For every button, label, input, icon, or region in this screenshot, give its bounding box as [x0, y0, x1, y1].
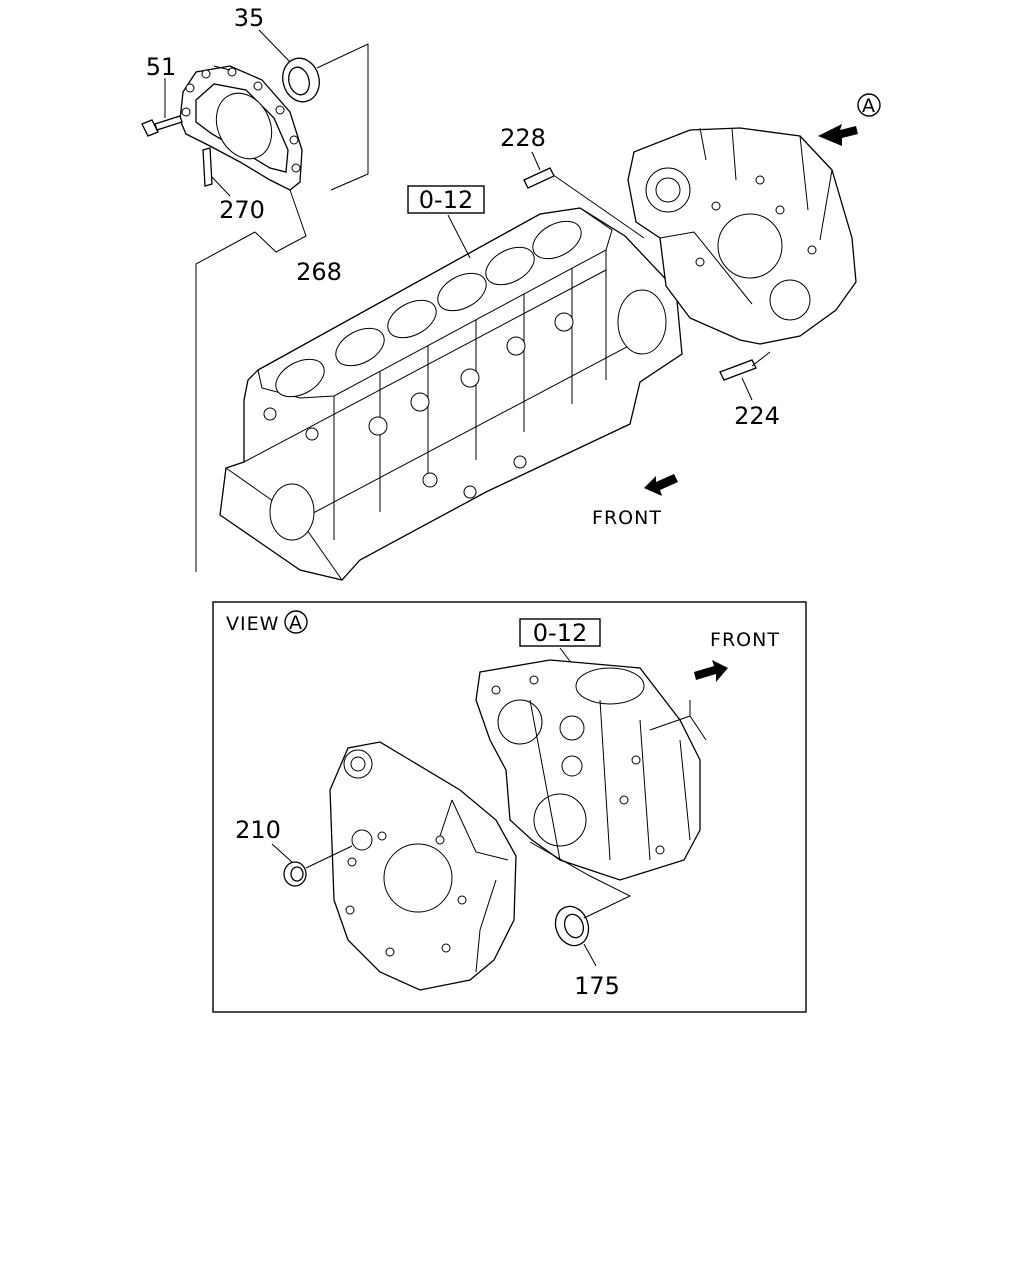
- cylinder-block-front-view: [475, 659, 707, 881]
- front-label-upper: FRONT: [592, 507, 662, 529]
- callout-228: 228: [500, 124, 546, 152]
- callout-268: 268: [296, 258, 342, 286]
- marker-a-label: A: [862, 95, 876, 117]
- bolt-51: [141, 115, 183, 137]
- stud-224: [719, 359, 757, 381]
- callout-175: 175: [574, 972, 620, 1000]
- front-label-view: FRONT: [710, 629, 780, 651]
- stud-228: [523, 167, 555, 189]
- ref-label-view: 0-12: [533, 619, 587, 647]
- view-label: VIEW: [226, 613, 279, 635]
- view-marker: A: [289, 612, 303, 634]
- stud-270: [202, 147, 213, 187]
- seal-175: [554, 905, 590, 947]
- seal-210: [283, 861, 307, 887]
- callout-35: 35: [234, 4, 265, 32]
- flywheel-housing-upper: [627, 127, 857, 345]
- oil-seal-35: [282, 57, 320, 103]
- ref-label-upper: 0-12: [419, 186, 473, 214]
- rear-seal-retainer: [179, 65, 303, 191]
- callout-224: 224: [734, 402, 780, 430]
- view-a-panel: VIEW A 0-12 FRONT: [212, 601, 807, 1013]
- flywheel-housing-view: [329, 741, 517, 991]
- callout-210: 210: [235, 816, 281, 844]
- view-a-arrow: A: [818, 93, 881, 146]
- cylinder-block: [219, 207, 683, 581]
- callout-51: 51: [146, 53, 177, 81]
- front-arrow-upper: FRONT: [592, 474, 678, 529]
- callout-270: 270: [219, 196, 265, 224]
- ref-box-upper: 0-12: [407, 185, 485, 259]
